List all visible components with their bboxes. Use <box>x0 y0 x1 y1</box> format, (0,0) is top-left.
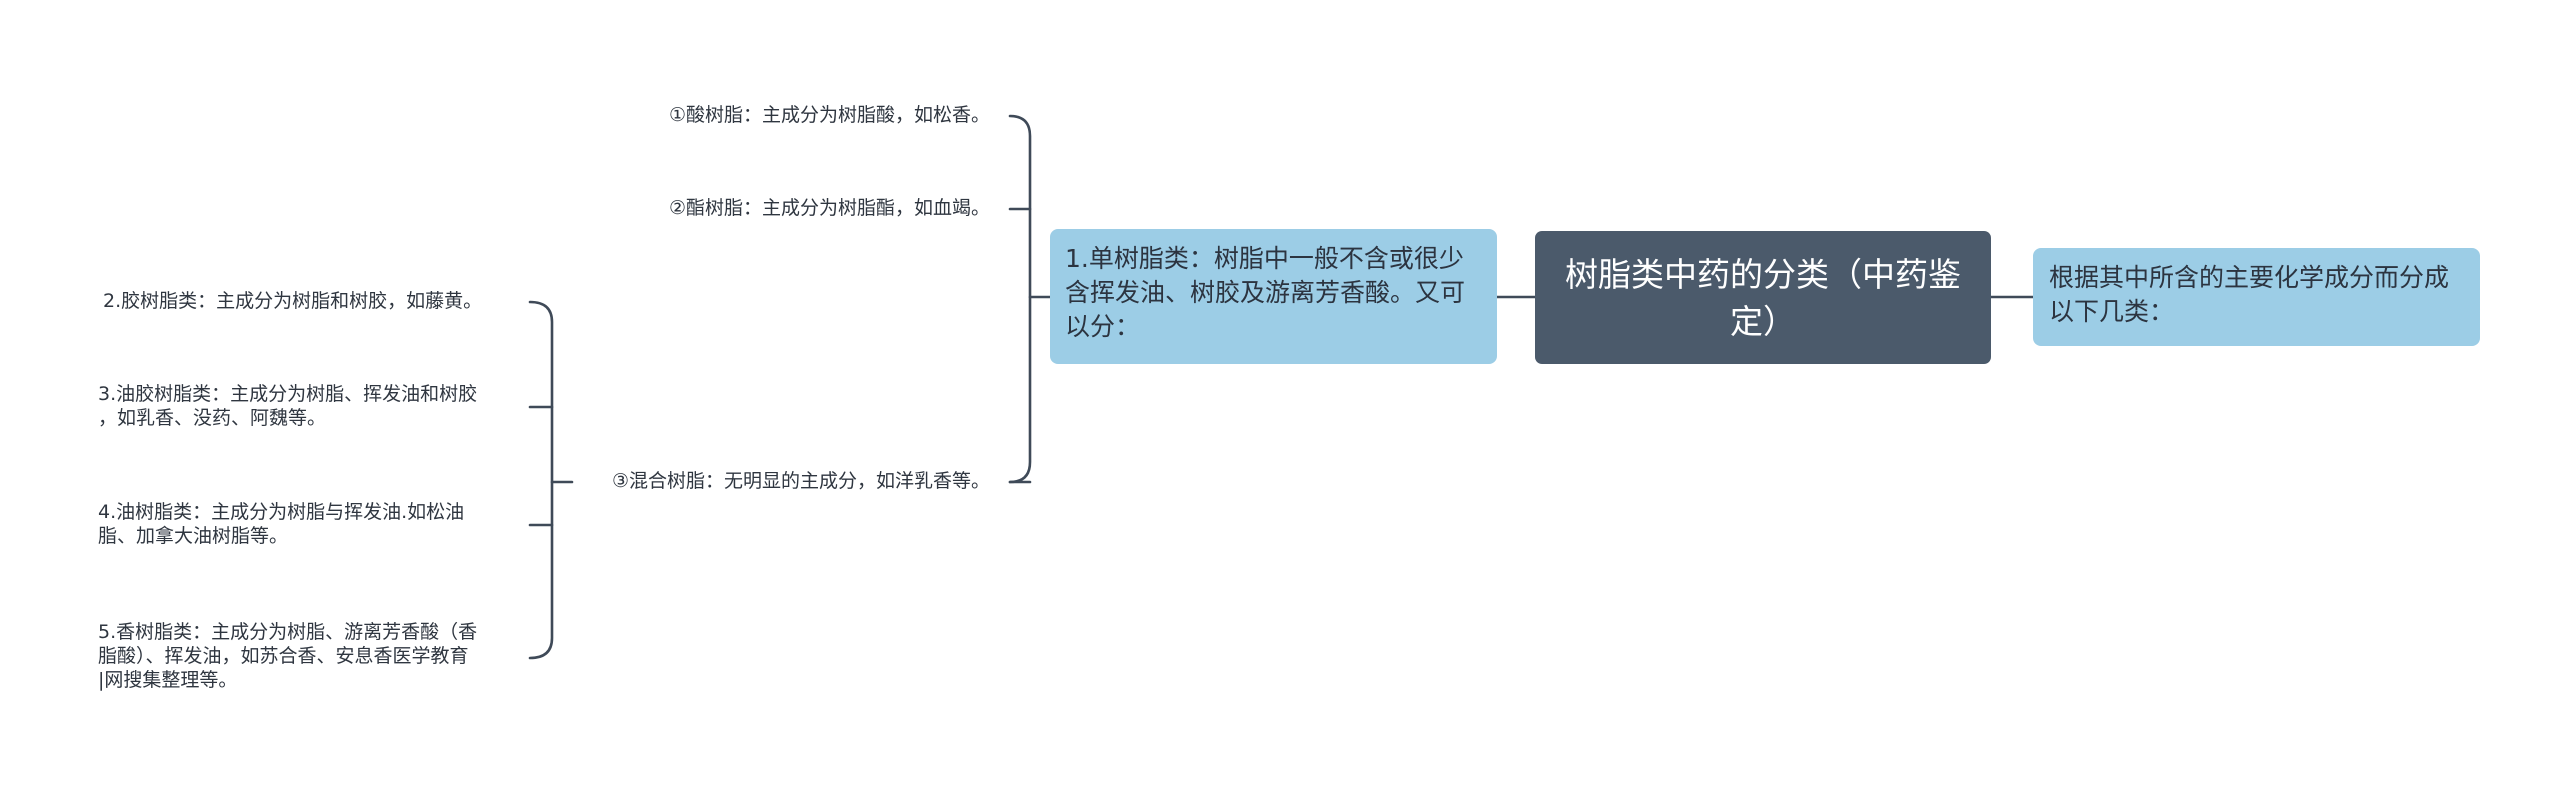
acid-resin-item[interactable]: ①酸树脂：主成分为树脂酸，如松香。 <box>669 103 990 127</box>
single-resin-text: 1.单树脂类：树脂中一般不含或很少含挥发油、树胶及游离芳香酸。又可以分： <box>1065 244 1466 341</box>
balsam-item[interactable]: 5.香树脂类：主成分为树脂、游离芳香酸（香 脂酸）、挥发油，如苏合香、安息香医学… <box>98 620 477 692</box>
balsam-line-2: 脂酸）、挥发油，如苏合香、安息香医学教育 <box>98 645 469 667</box>
classification-basis-text: 根据其中所含的主要化学成分而分成以下几类： <box>2049 263 2450 326</box>
oleo-resin-line-1: 4.油树脂类：主成分为树脂与挥发油.如松油 <box>98 501 465 523</box>
oleo-resin-line-2: 脂、加拿大油树脂等。 <box>98 525 289 547</box>
root-node[interactable]: 树脂类中药的分类（中药鉴定） <box>1535 231 1991 364</box>
oleo-gum-resin-item[interactable]: 3.油胶树脂类：主成分为树脂、挥发油和树胶 ，如乳香、没药、阿魏等。 <box>98 382 477 430</box>
mixed-resin-item[interactable]: ③混合树脂：无明显的主成分，如洋乳香等。 <box>612 469 990 493</box>
balsam-line-1: 5.香树脂类：主成分为树脂、游离芳香酸（香 <box>98 621 478 643</box>
bracket-sub-items <box>1008 114 1032 484</box>
ester-resin-item[interactable]: ②酯树脂：主成分为树脂酯，如血竭。 <box>669 196 990 220</box>
gum-resin-item[interactable]: 2.胶树脂类：主成分为树脂和树胶，如藤黄。 <box>103 289 482 313</box>
mixed-resin-text: ③混合树脂：无明显的主成分，如洋乳香等。 <box>611 470 990 492</box>
oleo-gum-resin-line-1: 3.油胶树脂类：主成分为树脂、挥发油和树胶 <box>98 383 478 405</box>
ester-resin-text: ②酯树脂：主成分为树脂酯，如血竭。 <box>668 197 990 219</box>
oleo-resin-item[interactable]: 4.油树脂类：主成分为树脂与挥发油.如松油 脂、加拿大油树脂等。 <box>98 500 464 548</box>
gum-resin-text: 2.胶树脂类：主成分为树脂和树胶，如藤黄。 <box>103 290 483 312</box>
oleo-gum-resin-line-2: ，如乳香、没药、阿魏等。 <box>98 407 327 429</box>
bracket-mixed-items <box>528 300 554 660</box>
balsam-line-3: |网搜集整理等。 <box>98 669 238 691</box>
root-title: 树脂类中药的分类（中药鉴定） <box>1565 254 1961 341</box>
acid-resin-text: ①酸树脂：主成分为树脂酸，如松香。 <box>668 104 990 126</box>
classification-basis-node[interactable]: 根据其中所含的主要化学成分而分成以下几类： <box>2033 248 2480 346</box>
single-resin-node[interactable]: 1.单树脂类：树脂中一般不含或很少含挥发油、树胶及游离芳香酸。又可以分： <box>1050 229 1497 364</box>
